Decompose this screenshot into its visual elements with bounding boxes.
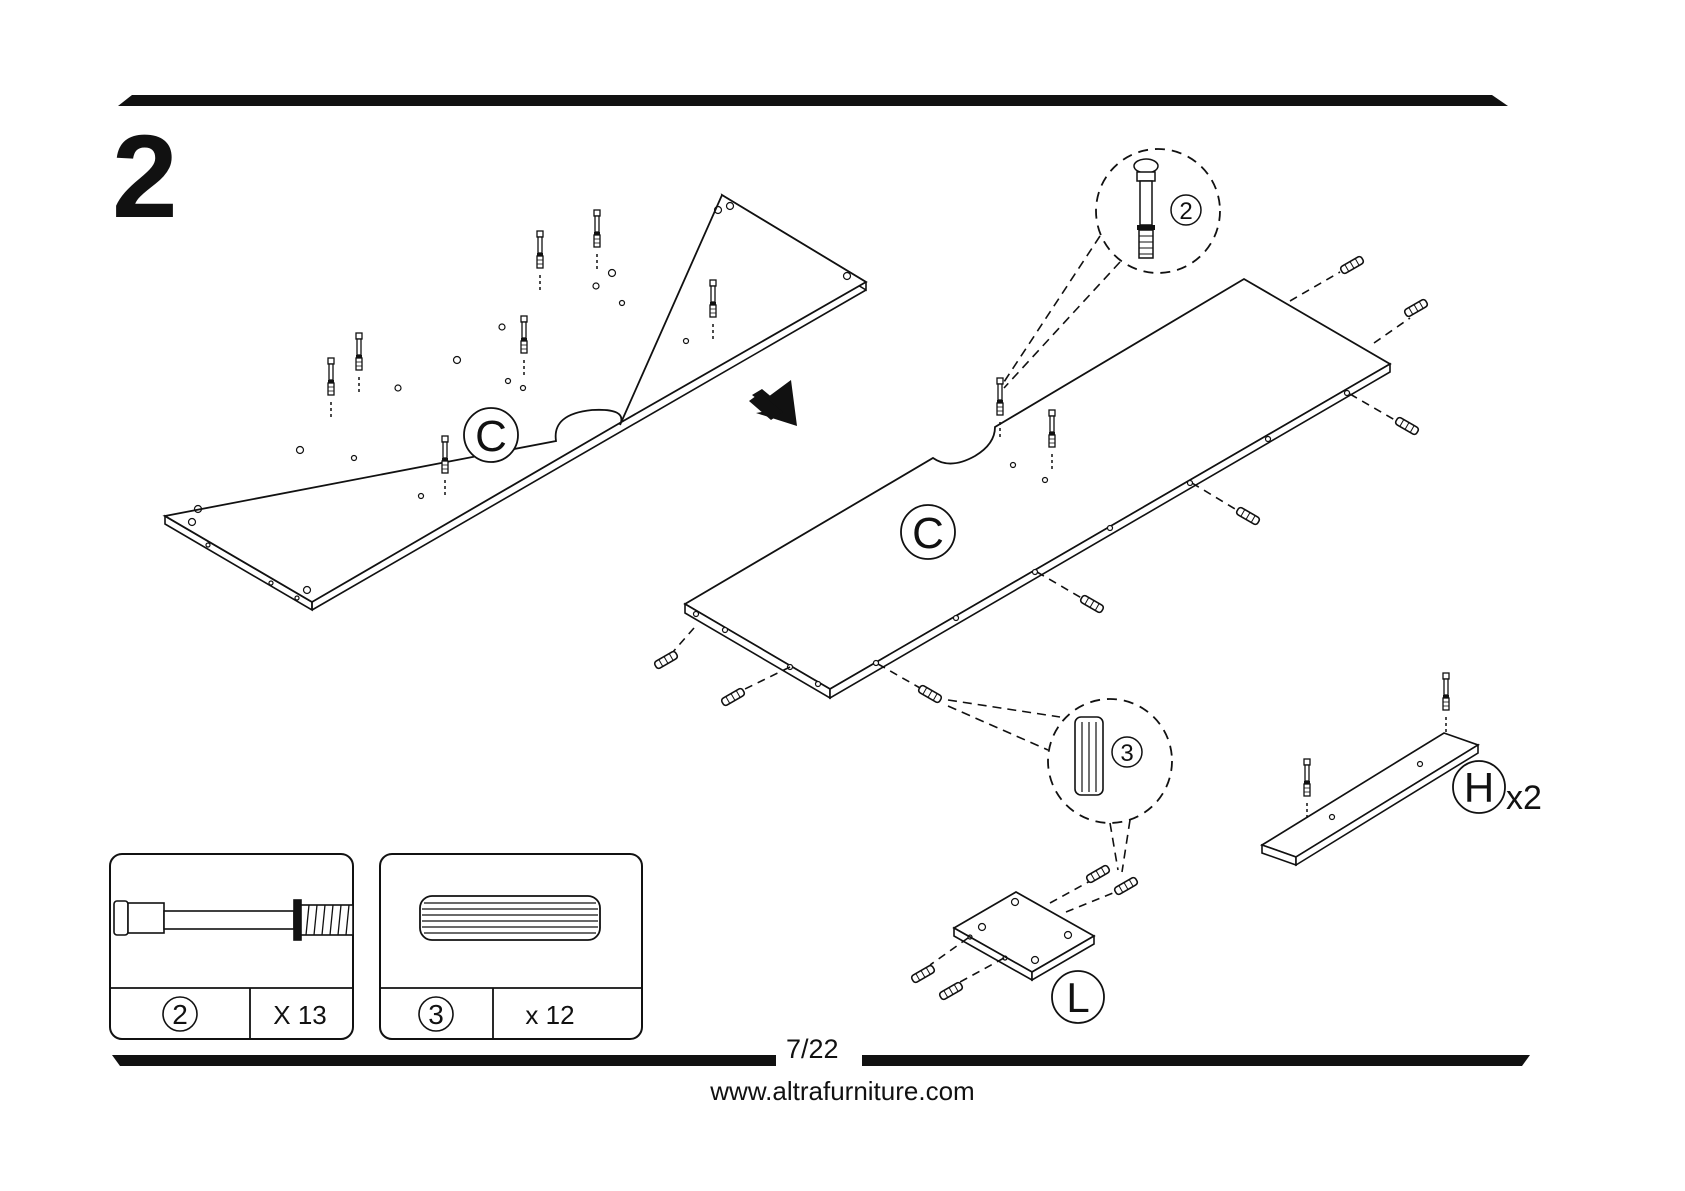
footer-bar-left — [112, 1055, 776, 1066]
part-h-label: H — [1464, 764, 1494, 811]
callout-dowel-number: 3 — [1120, 740, 1133, 767]
page-number: 7/22 — [786, 1036, 839, 1063]
step-number: 2 — [112, 118, 178, 236]
parts-box-dowel-number: 3 — [428, 999, 444, 1030]
dowel — [1395, 417, 1420, 436]
footer-bar-right — [862, 1055, 1530, 1066]
dowel — [1340, 256, 1365, 275]
part-l: L — [911, 865, 1139, 1023]
callout-dowel: 3 — [948, 699, 1172, 872]
panel-c-right: C — [685, 279, 1390, 698]
parts-box-dowel: 3 x 12 — [380, 854, 642, 1039]
website-url: www.altrafurniture.com — [0, 1078, 1685, 1104]
dowel — [1404, 299, 1429, 318]
part-h: H x2 — [1262, 673, 1542, 865]
dowel — [918, 685, 943, 704]
wood-dowel-icon — [420, 896, 600, 940]
part-h-quantity: x2 — [1506, 779, 1542, 817]
parts-box-cam-bolt-quantity: X 13 — [273, 1000, 327, 1030]
parts-box-cam-bolt-number: 2 — [172, 999, 188, 1030]
parts-box-cam-bolt: 2 X 13 — [110, 854, 353, 1039]
panel-c-left-label: C — [475, 412, 507, 461]
header-bar — [118, 95, 1508, 106]
part-l-label: L — [1066, 974, 1089, 1021]
dowel — [1236, 507, 1261, 526]
parts-box-dowel-quantity: x 12 — [525, 1000, 574, 1030]
dowel — [1080, 595, 1105, 614]
callout-cam-bolt-number: 2 — [1179, 198, 1192, 225]
dowel — [654, 651, 679, 670]
panel-c-right-label: C — [912, 509, 944, 558]
dowel — [721, 688, 746, 707]
